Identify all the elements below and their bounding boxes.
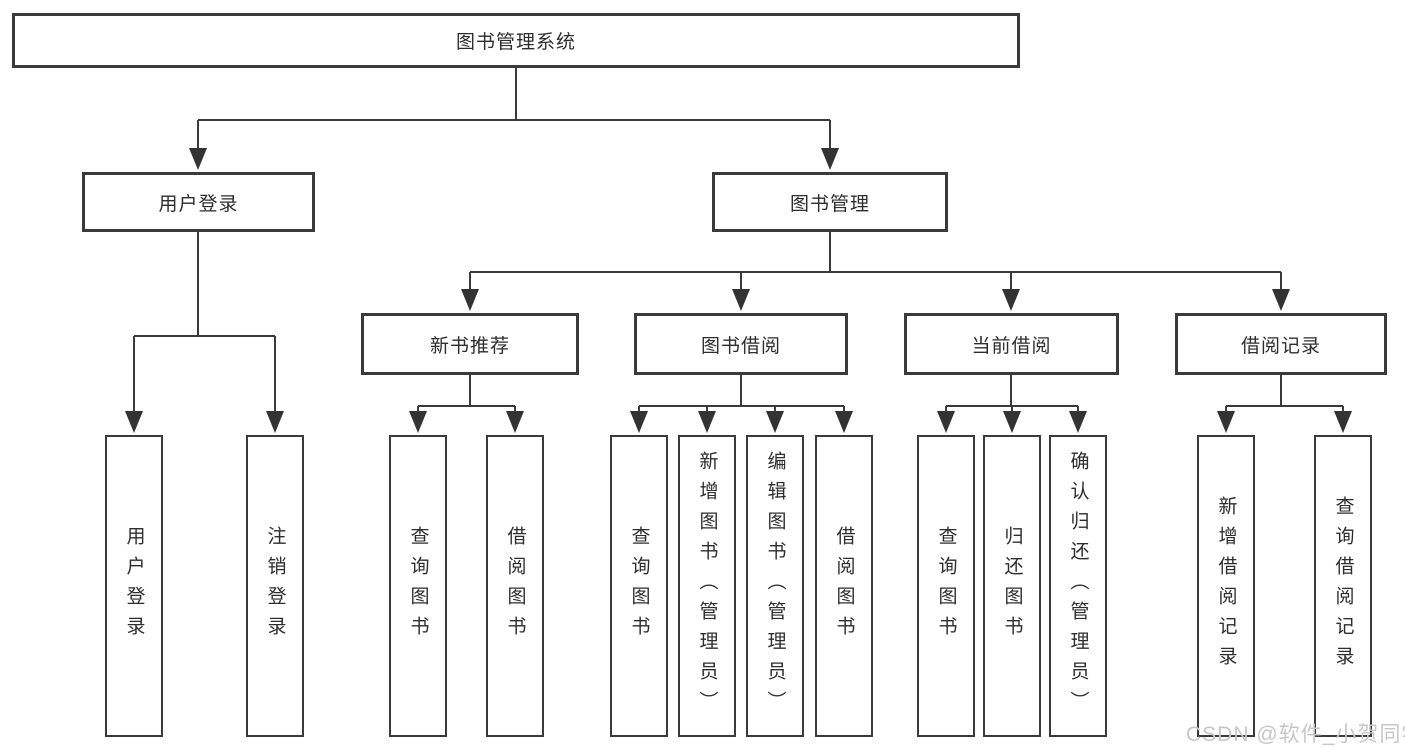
- leaf-query-borrow-record: 查询借阅记录: [1314, 435, 1372, 737]
- node-book-management: 图书管理: [712, 172, 948, 232]
- leaf-add-book-admin: 新增图书（管理员）: [678, 435, 736, 737]
- leaf-borrow-books: 借阅图书: [815, 435, 873, 737]
- node-new-book-recommend: 新书推荐: [361, 313, 579, 375]
- leaf-query-books-current: 查询图书: [917, 435, 975, 737]
- node-current-borrow: 当前借阅: [904, 313, 1119, 375]
- leaf-query-books-borrow: 查询图书: [610, 435, 668, 737]
- csdn-watermark: CSDN @软件_小贺同学: [1186, 723, 1405, 746]
- leaf-borrow-books-recommend: 借阅图书: [486, 435, 544, 737]
- leaf-user-login: 用户登录: [105, 435, 163, 737]
- node-user-login: 用户登录: [82, 172, 315, 232]
- leaf-confirm-return-admin: 确认归还（管理员）: [1049, 435, 1107, 737]
- node-root-system: 图书管理系统: [12, 13, 1020, 68]
- leaf-add-borrow-record: 新增借阅记录: [1197, 435, 1255, 737]
- leaf-return-books: 归还图书: [983, 435, 1041, 737]
- leaf-edit-book-admin: 编辑图书（管理员）: [746, 435, 804, 737]
- leaf-logout: 注销登录: [246, 435, 304, 737]
- leaf-query-books-recommend: 查询图书: [389, 435, 447, 737]
- node-book-borrow: 图书借阅: [634, 313, 848, 375]
- node-borrow-records: 借阅记录: [1175, 313, 1387, 375]
